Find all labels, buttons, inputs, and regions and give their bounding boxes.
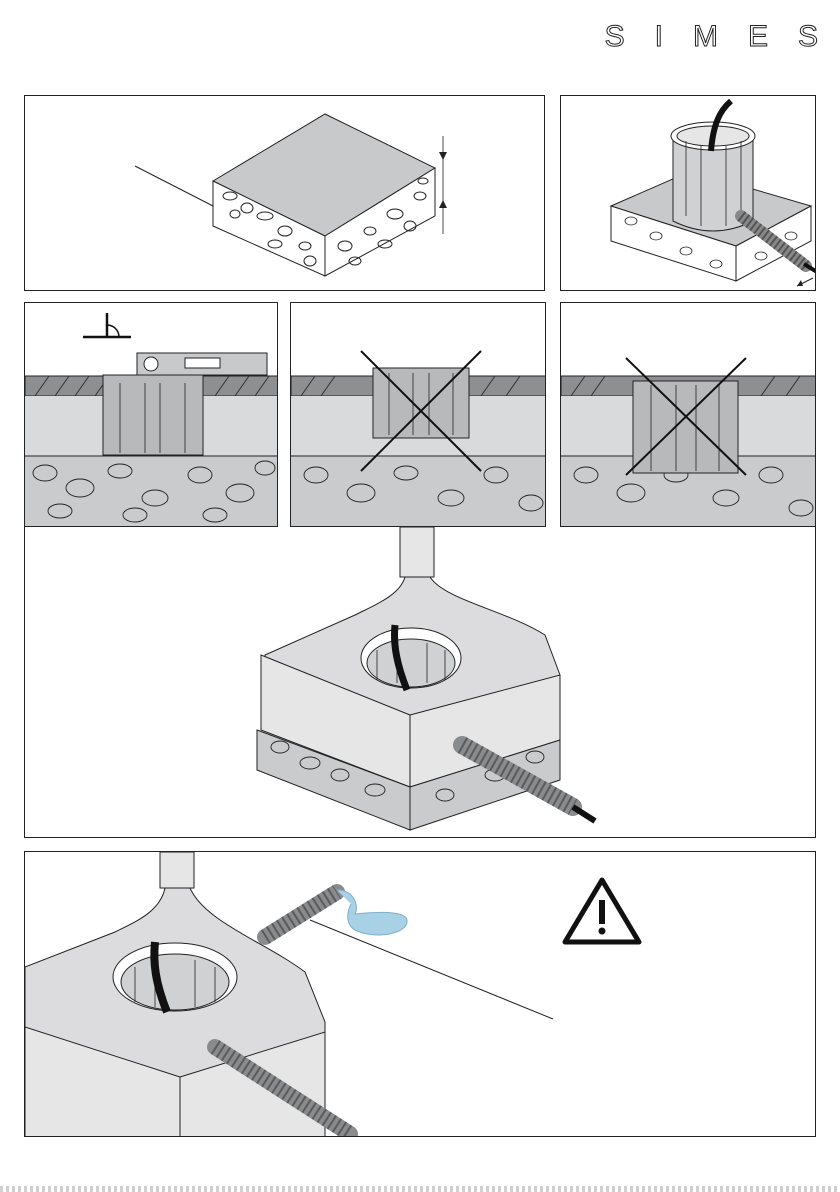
- concrete-pour-illustration: [25, 525, 816, 838]
- gravel-block-illustration: [25, 96, 545, 291]
- level-correct-illustration: [25, 303, 278, 527]
- warning-triangle-icon: [565, 880, 639, 942]
- panel-concrete-pour: [24, 525, 816, 838]
- panel-level-correct: [24, 302, 278, 527]
- panel-housing-placement: [560, 95, 816, 291]
- too-low-illustration: [291, 303, 546, 527]
- water-warning-illustration: [25, 852, 816, 1137]
- panel-too-low-wrong: [290, 302, 546, 527]
- housing-on-base-illustration: [561, 96, 816, 291]
- right-angle-icon: [83, 313, 131, 337]
- panel-water-warning: [24, 851, 816, 1137]
- panel-too-high-wrong: [560, 302, 816, 527]
- too-high-illustration: [561, 303, 816, 527]
- page-bottom-edge: [0, 1186, 840, 1192]
- brand-logo: SIMES: [605, 22, 840, 52]
- panel-gravel-base: [24, 95, 545, 291]
